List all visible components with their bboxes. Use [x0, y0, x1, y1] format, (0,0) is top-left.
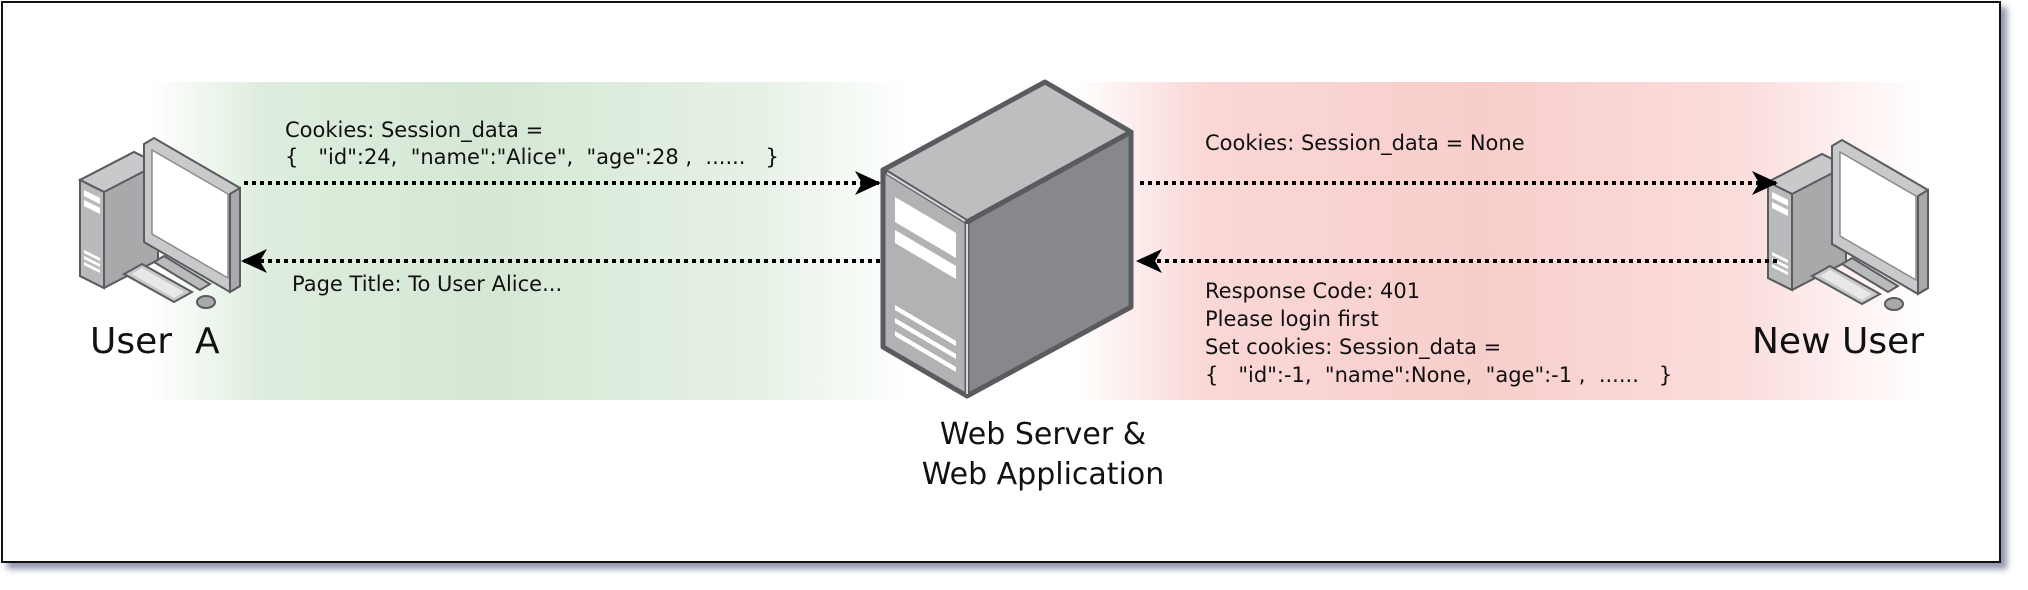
new-user-label: New User: [1752, 321, 1925, 362]
new-user-request-label: Cookies: Session_data = None: [1205, 131, 1525, 155]
new-user-response-line4: { "id":-1, "name":None, "age":-1 , .....…: [1205, 363, 1673, 387]
new-user-response-line3: Set cookies: Session_data =: [1205, 335, 1502, 359]
new-user-response-line1: Response Code: 401: [1205, 279, 1421, 303]
user-a-request-label-line2: { "id":24, "name":"Alice", "age":28 , ..…: [285, 145, 779, 169]
user-a-computer-icon: [77, 136, 241, 309]
server-label-line1: Web Server &: [939, 417, 1147, 452]
user-a-response-label: Page Title: To User Alice...: [292, 272, 563, 296]
web-server-icon: [880, 79, 1134, 399]
user-a-request-label-line1: Cookies: Session_data =: [285, 118, 544, 142]
authenticated-zone-band: [150, 82, 910, 400]
user-a-label: User A: [90, 321, 220, 362]
server-label-line2: Web Application: [921, 457, 1165, 492]
new-user-computer-icon: [1765, 138, 1929, 311]
new-user-response-line2: Please login first: [1205, 307, 1379, 331]
